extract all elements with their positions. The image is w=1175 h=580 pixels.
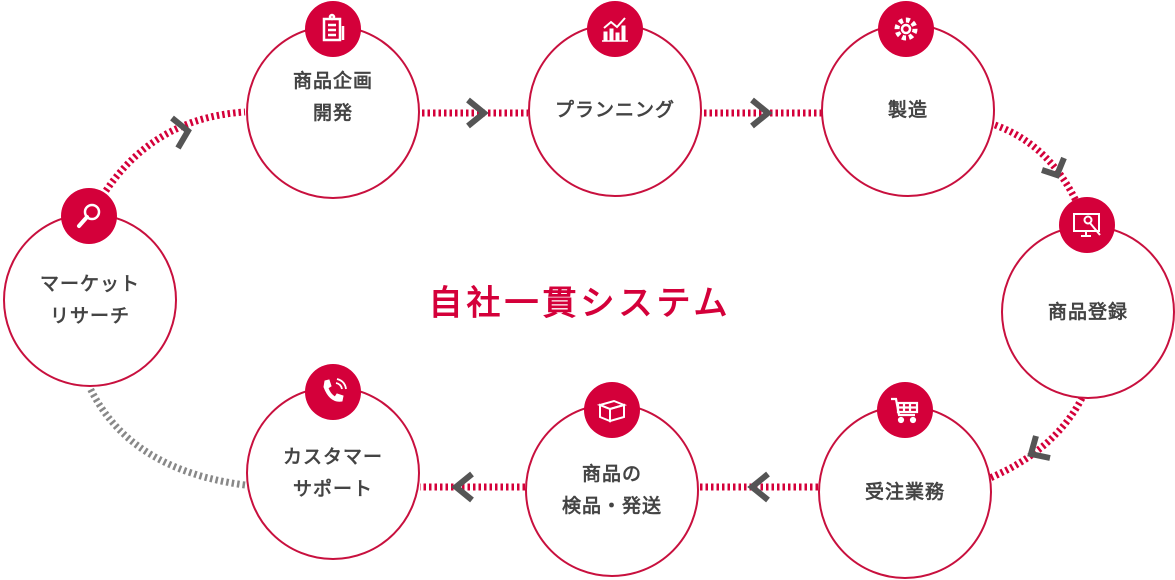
box-icon xyxy=(584,382,640,438)
node-product-registration: 商品登録 xyxy=(1001,225,1175,399)
arrow-left-icon xyxy=(747,471,770,503)
connector-support-to-research xyxy=(86,386,246,489)
phone-icon xyxy=(305,364,361,420)
node-label: カスタマー xyxy=(282,445,383,468)
node-label: プランニング xyxy=(554,98,675,121)
arrow-right-icon xyxy=(170,115,192,150)
magnifier-icon xyxy=(61,188,117,244)
arrow-left-icon xyxy=(451,471,474,503)
node-label: 商品企画 xyxy=(292,69,373,92)
arrow-right-icon xyxy=(750,97,773,129)
node-label: 開発 xyxy=(312,102,353,124)
node-label: リサーチ xyxy=(49,305,130,327)
monitor-search-icon xyxy=(1059,197,1115,253)
node-label: 商品の xyxy=(581,462,642,485)
arrow-down-left-icon xyxy=(1027,435,1051,461)
connector-registration-to-order xyxy=(988,396,1086,482)
arrow-right-icon xyxy=(466,97,489,129)
diagram-title: 自社一貫システム xyxy=(428,283,732,324)
node-label: 商品登録 xyxy=(1047,300,1128,323)
node-label: 製造 xyxy=(887,98,928,121)
arrow-down-icon xyxy=(1041,156,1067,179)
node-label: マーケット xyxy=(39,272,140,295)
node-label: サポート xyxy=(292,478,373,500)
cart-icon xyxy=(877,382,933,438)
clipboard-icon xyxy=(305,1,361,57)
gear-icon xyxy=(878,1,934,57)
bar-chart-icon xyxy=(587,1,643,57)
node-label: 検品・発送 xyxy=(561,495,662,517)
connector-research-to-planning xyxy=(97,108,246,202)
node-label: 受注業務 xyxy=(864,480,945,503)
connector-manufacture-to-registration xyxy=(993,121,1082,207)
